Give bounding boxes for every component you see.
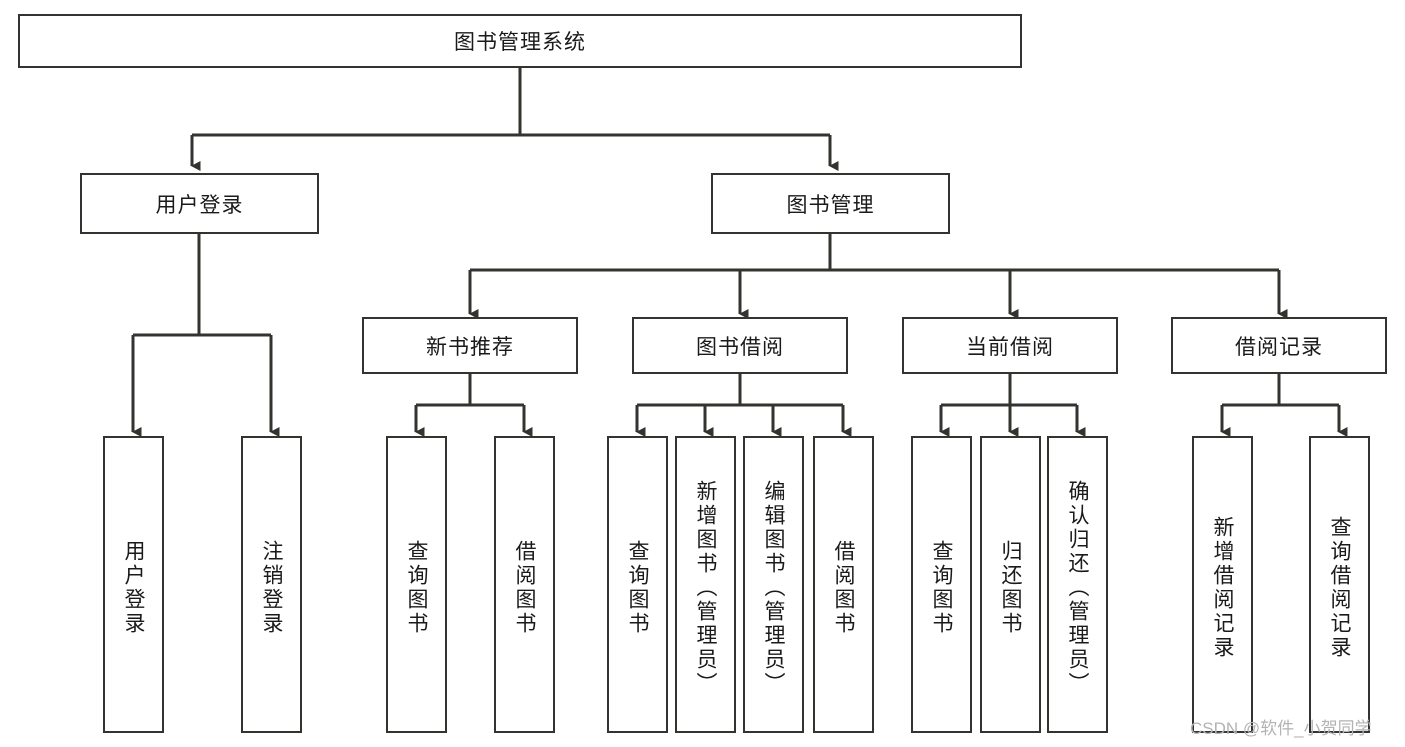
- node-leaf-query-borrow-record[interactable]: 查询借阅记录: [1309, 436, 1370, 733]
- node-label: 查询借阅记录: [1328, 515, 1351, 660]
- node-label: 图书管理: [786, 193, 875, 217]
- node-label: 用户登录: [155, 193, 244, 217]
- node-root-book-management-system[interactable]: 图书管理系统: [18, 14, 1022, 68]
- node-label: 编辑图书（管理员）: [762, 479, 785, 696]
- node-leaf-borrow-book-2[interactable]: 借阅图书: [813, 436, 874, 733]
- node-label: 查询图书: [405, 539, 428, 636]
- node-new-book-recommend[interactable]: 新书推荐: [362, 317, 578, 374]
- node-leaf-edit-book-admin[interactable]: 编辑图书（管理员）: [743, 436, 804, 733]
- node-label: 图书管理系统: [454, 31, 586, 54]
- node-label: 借阅图书: [513, 539, 536, 636]
- node-leaf-query-book-2[interactable]: 查询图书: [607, 436, 668, 733]
- node-book-management[interactable]: 图书管理: [711, 173, 950, 234]
- node-label: 当前借阅: [966, 335, 1054, 359]
- node-label: 归还图书: [999, 539, 1022, 636]
- node-label: 图书借阅: [696, 335, 784, 359]
- node-label: 确认归还（管理员）: [1066, 479, 1089, 696]
- node-leaf-return-book[interactable]: 归还图书: [980, 436, 1041, 733]
- node-label: 新书推荐: [426, 335, 514, 359]
- node-label: 用户登录: [122, 539, 145, 636]
- node-current-borrow[interactable]: 当前借阅: [902, 317, 1118, 374]
- node-label: 借阅记录: [1235, 335, 1323, 359]
- node-leaf-logout-login[interactable]: 注销登录: [241, 436, 302, 733]
- node-leaf-user-login[interactable]: 用户登录: [103, 436, 164, 733]
- node-label: 查询图书: [626, 539, 649, 636]
- node-label: 借阅图书: [832, 539, 855, 636]
- node-leaf-add-book-admin[interactable]: 新增图书（管理员）: [675, 436, 736, 733]
- node-book-borrow[interactable]: 图书借阅: [632, 317, 848, 374]
- node-leaf-confirm-return-admin[interactable]: 确认归还（管理员）: [1047, 436, 1108, 733]
- node-label: 查询图书: [930, 539, 953, 636]
- node-leaf-add-borrow-record[interactable]: 新增借阅记录: [1192, 436, 1253, 733]
- node-label: 注销登录: [260, 539, 283, 636]
- watermark-text: CSDN @软件_小贺同学: [1190, 719, 1372, 738]
- node-label: 新增图书（管理员）: [694, 479, 717, 696]
- node-borrow-record[interactable]: 借阅记录: [1171, 317, 1387, 374]
- node-leaf-borrow-book-1[interactable]: 借阅图书: [494, 436, 555, 733]
- node-leaf-query-book-3[interactable]: 查询图书: [911, 436, 972, 733]
- node-leaf-query-book-1[interactable]: 查询图书: [386, 436, 447, 733]
- node-label: 新增借阅记录: [1211, 515, 1234, 660]
- node-user-login[interactable]: 用户登录: [80, 173, 319, 234]
